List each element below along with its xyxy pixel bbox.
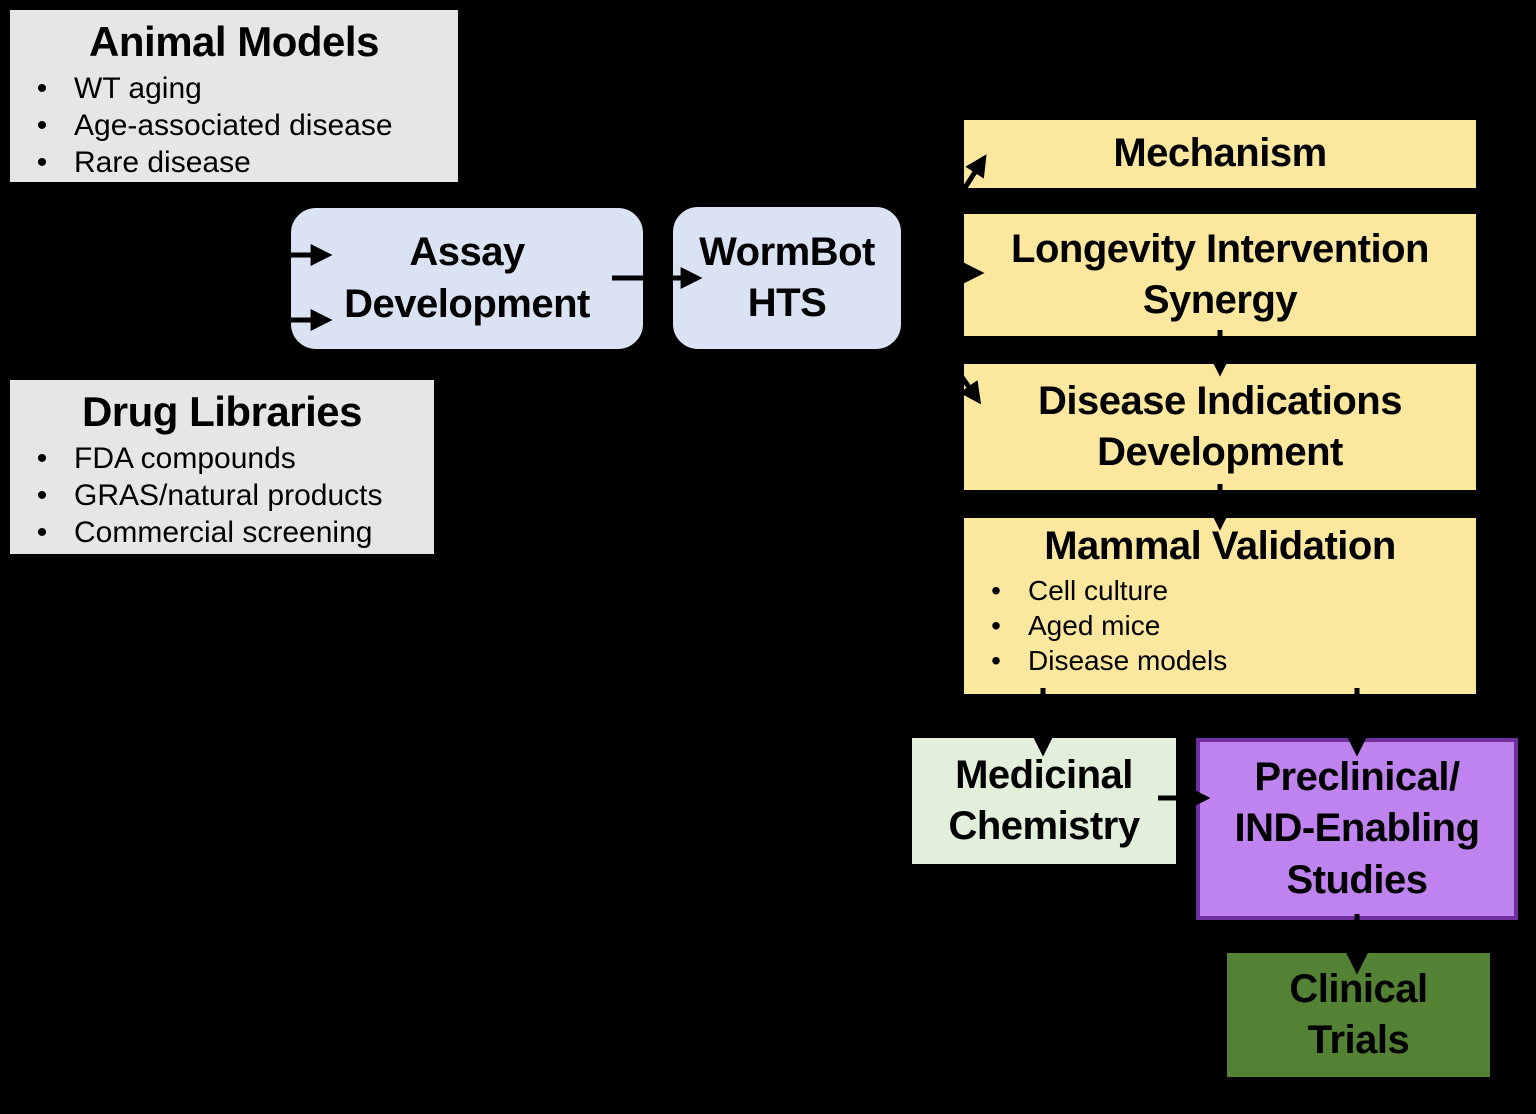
preclinical-node: Preclinical/ IND-Enabling Studies — [1196, 738, 1518, 920]
bullet-text: Aged mice — [1028, 610, 1161, 641]
bullet-dot: • — [36, 479, 48, 512]
medicinal-chemistry-node: Medicinal Chemistry — [912, 738, 1176, 864]
node-label-line: Development — [344, 281, 590, 326]
node-label-line: Preclinical/ — [1254, 755, 1460, 800]
node-label-line: Development — [1097, 430, 1343, 474]
bullet-text: Cell culture — [1028, 575, 1169, 606]
bullet-dot: • — [36, 72, 48, 105]
bullet-text: FDA compounds — [74, 442, 296, 475]
node-label-line: Disease Indications — [1038, 378, 1402, 423]
node-label-line: Chemistry — [948, 804, 1140, 848]
bullet-dot: • — [36, 442, 48, 475]
node-label-line: WormBot — [699, 229, 875, 274]
node-label-line: Longevity Intervention — [1011, 226, 1429, 271]
animal-models-bullets: • WT aging • Age-associated disease • Ra… — [10, 70, 458, 181]
bullet-dot: • — [36, 146, 48, 179]
mammal-validation-box: Mammal Validation • Cell culture • Aged … — [962, 516, 1478, 696]
drug-libraries-bullets: • FDA compounds • GRAS/natural products … — [10, 440, 434, 551]
drug-libraries-title: Drug Libraries — [81, 388, 363, 435]
assay-development-node: Assay Development — [288, 205, 646, 352]
node-label-line: Synergy — [1142, 278, 1298, 322]
wormbot-hts-node: WormBot HTS — [670, 204, 904, 352]
bullet-item: • Age-associated disease — [10, 107, 458, 144]
bullet-dot: • — [36, 516, 48, 549]
bullet-item: • Cell culture — [964, 573, 1476, 608]
bullet-text: WT aging — [74, 72, 202, 105]
drug-libraries-box: Drug Libraries • FDA compounds • GRAS/na… — [8, 378, 436, 556]
bullet-dot: • — [991, 645, 1001, 676]
bullet-text: Commercial screening — [74, 516, 373, 549]
bullet-text: Rare disease — [74, 146, 251, 179]
node-label-line: Mechanism — [1113, 131, 1327, 176]
bullet-item: • Commercial screening — [10, 514, 434, 551]
bullet-text: Age-associated disease — [74, 109, 393, 142]
disease-indications-node: Disease Indications Development — [962, 362, 1478, 492]
node-label-line: Studies — [1286, 857, 1428, 902]
node-label-line: Medicinal — [955, 752, 1133, 797]
node-label-line: IND-Enabling — [1234, 806, 1480, 851]
bullet-dot: • — [36, 109, 48, 142]
mammal-validation-title: Mammal Validation — [1044, 524, 1396, 568]
longevity-synergy-node: Longevity Intervention Synergy — [962, 212, 1478, 338]
bullet-item: • Aged mice — [964, 608, 1476, 643]
bullet-text: GRAS/natural products — [74, 479, 383, 512]
mammal-validation-bullets: • Cell culture • Aged mice • Disease mod… — [964, 573, 1476, 678]
bullet-dot: • — [991, 575, 1001, 606]
bullet-item: • Disease models — [964, 643, 1476, 678]
bullet-dot: • — [991, 610, 1001, 641]
bullet-item: • GRAS/natural products — [10, 477, 434, 514]
node-label-line: Trials — [1307, 1018, 1410, 1062]
clinical-trials-node: Clinical Trials — [1227, 953, 1490, 1077]
bullet-item: • WT aging — [10, 70, 458, 107]
animal-models-box: Animal Models • WT aging • Age-associate… — [8, 8, 460, 184]
bullet-text: Disease models — [1028, 645, 1228, 676]
mechanism-node: Mechanism — [962, 118, 1478, 190]
bullet-item: • FDA compounds — [10, 440, 434, 477]
animal-models-title: Animal Models — [89, 18, 379, 65]
node-label-line: HTS — [747, 281, 827, 325]
bullet-item: • Rare disease — [10, 144, 458, 181]
node-label-line: Clinical — [1289, 966, 1428, 1011]
node-label-line: Assay — [409, 230, 525, 275]
